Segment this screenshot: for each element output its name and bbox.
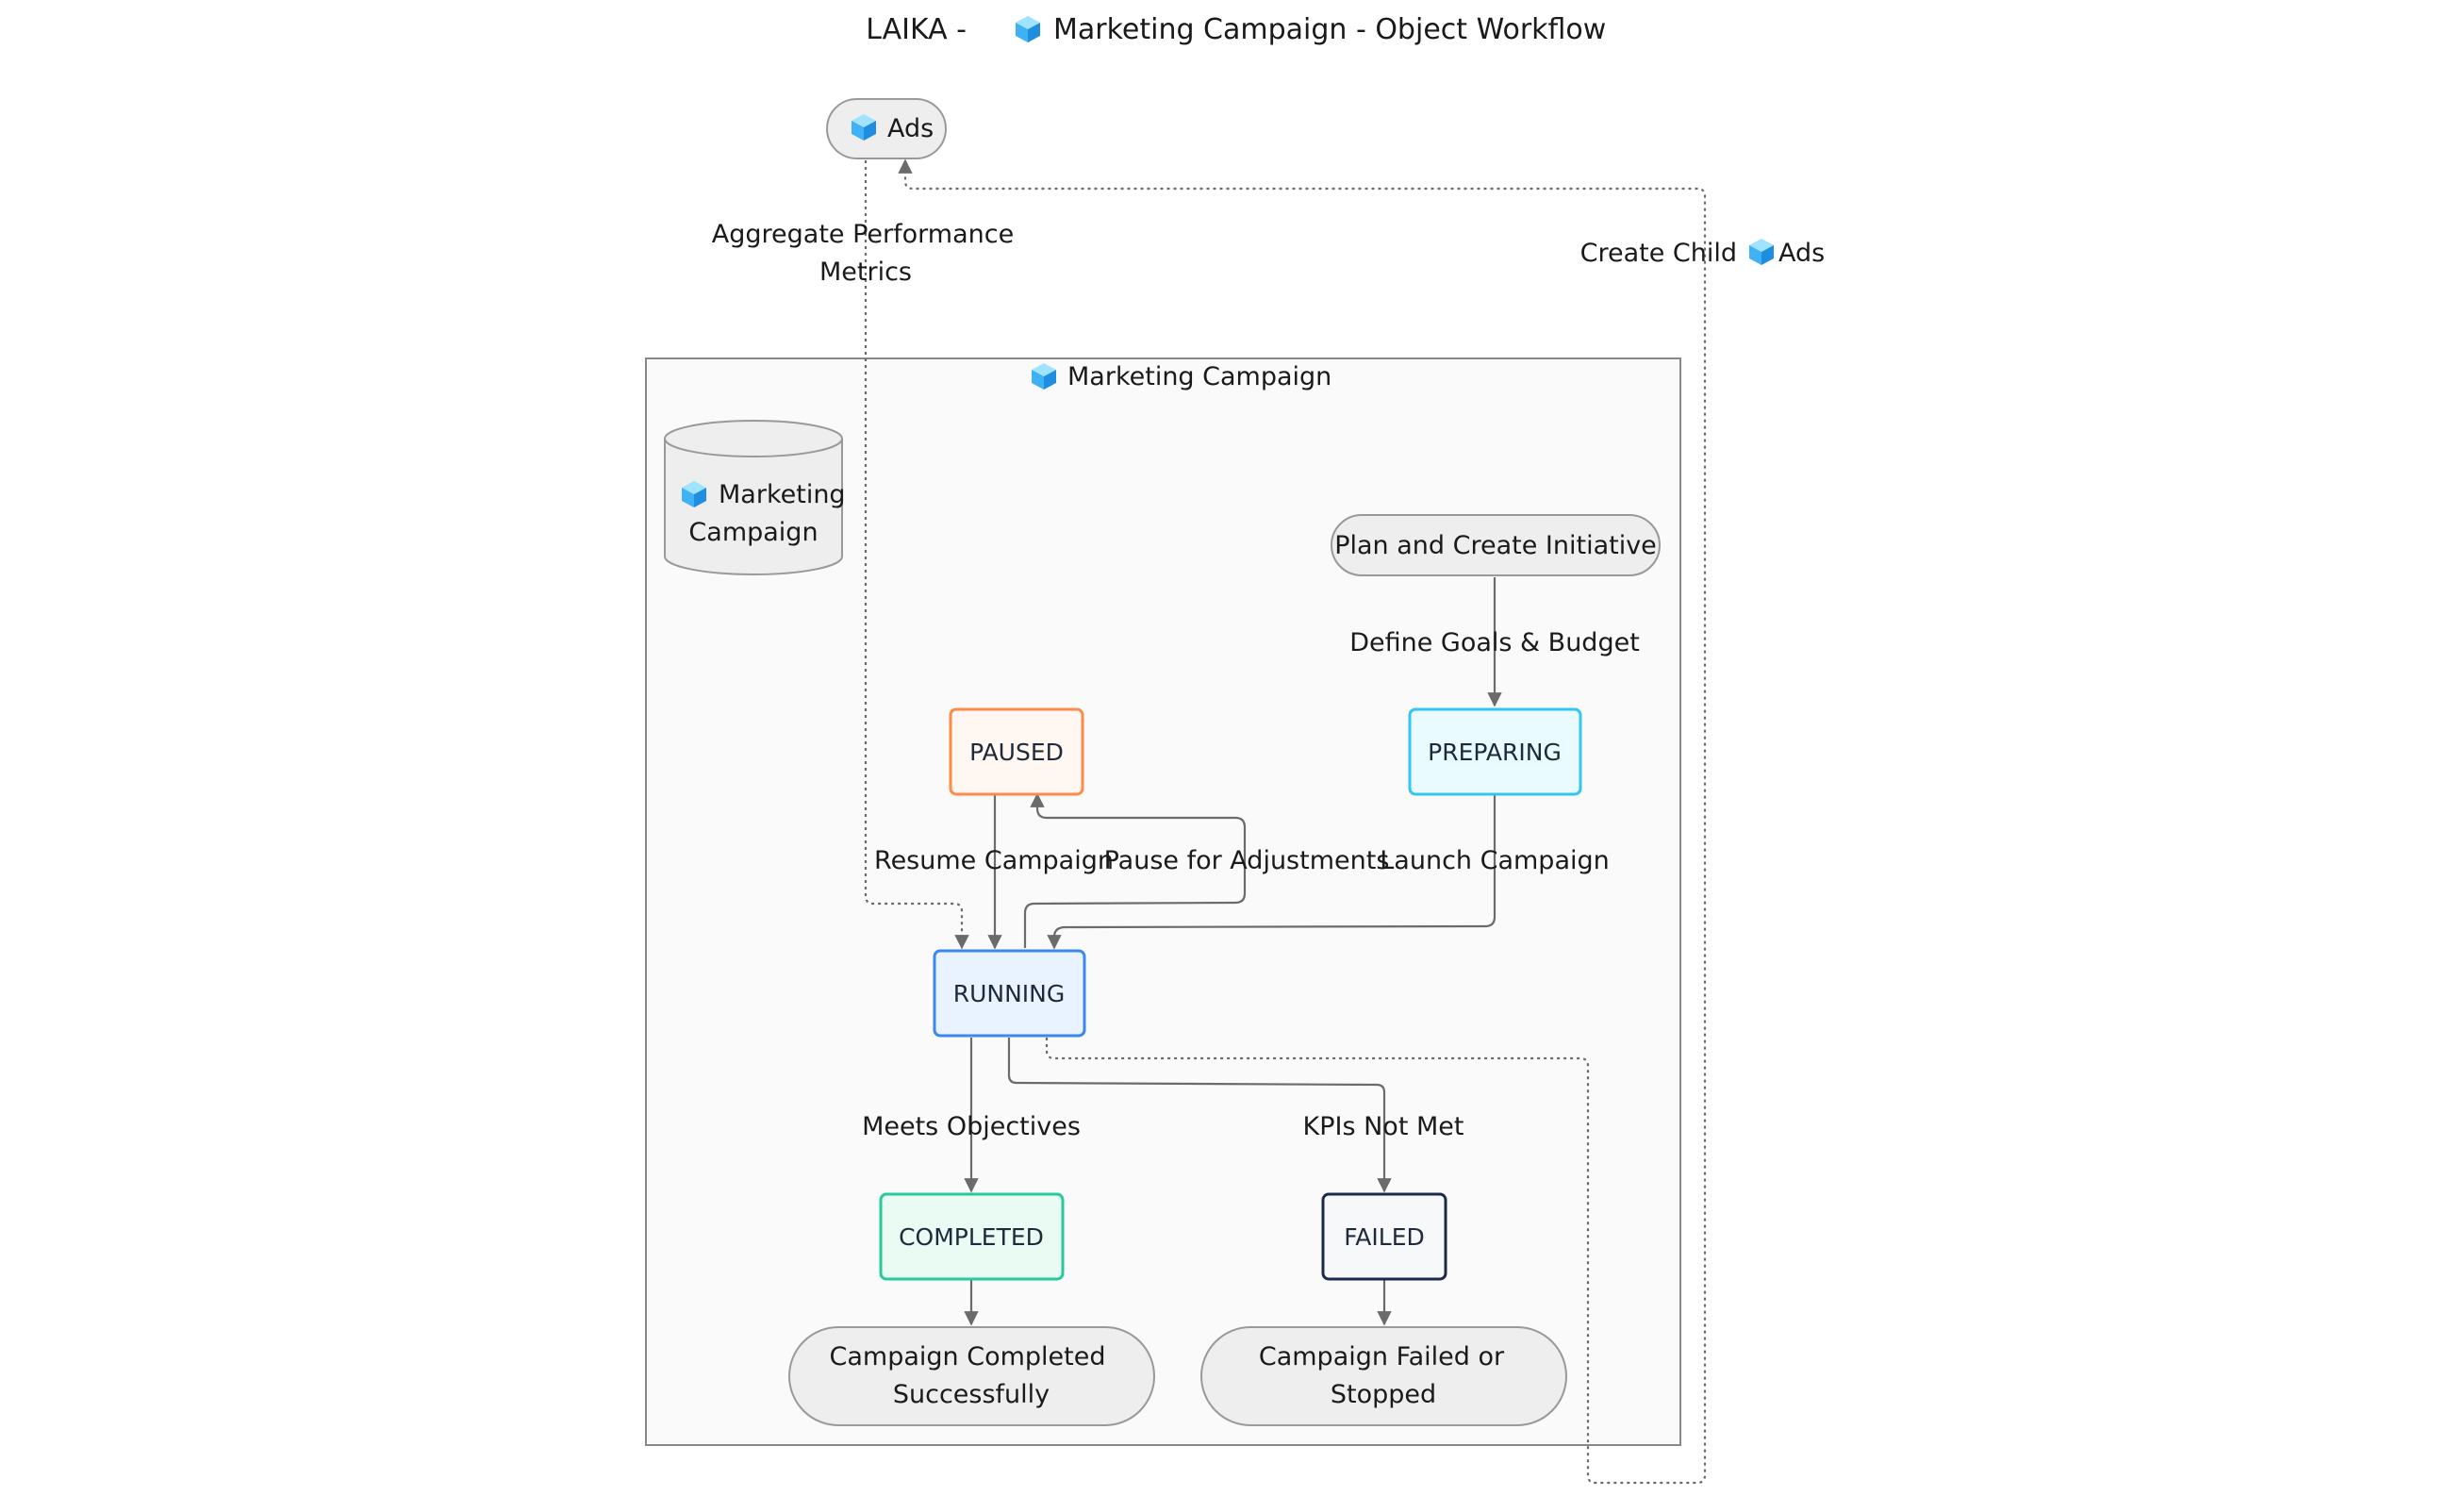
edge-aggregate-metrics bbox=[864, 160, 969, 950]
edge-label-pause: Pause for Adjustments bbox=[1104, 846, 1390, 875]
failed-label: FAILED bbox=[1344, 1223, 1425, 1251]
database-label-line2: Campaign bbox=[688, 518, 818, 547]
preparing-state[interactable]: PREPARING bbox=[1408, 707, 1582, 796]
plan-node[interactable]: Plan and Create Initiative bbox=[1331, 514, 1661, 576]
edge-label-kpis: KPIs Not Met bbox=[1303, 1112, 1464, 1141]
edge-label-define-goals: Define Goals & Budget bbox=[1349, 628, 1640, 657]
database-node[interactable]: Marketing Campaign bbox=[664, 420, 846, 575]
edge-label-create-child: Create Child Ads bbox=[1580, 239, 1825, 268]
cube-icon bbox=[1749, 239, 1774, 265]
edge-pause bbox=[1023, 792, 1247, 948]
title-prefix: LAIKA - bbox=[866, 13, 967, 46]
end-completed-line1: Campaign Completed bbox=[830, 1342, 1106, 1371]
ads-label: Ads bbox=[887, 114, 934, 143]
end-failed-line2: Stopped bbox=[1331, 1380, 1436, 1409]
subgraph-label: Marketing Campaign bbox=[1067, 362, 1331, 391]
end-completed-node[interactable]: Campaign Completed Successfully bbox=[788, 1326, 1155, 1426]
edge-label-aggregate-line2: Metrics bbox=[819, 258, 912, 287]
title-text: Marketing Campaign - Object Workflow bbox=[1053, 13, 1606, 46]
edge-label-meets: Meets Objectives bbox=[862, 1112, 1081, 1141]
end-completed-line2: Successfully bbox=[893, 1380, 1050, 1409]
edge-create-child-ads bbox=[898, 158, 1707, 1485]
ads-node[interactable]: Ads bbox=[826, 98, 947, 159]
edge-label-create-child-text: Create Child bbox=[1580, 239, 1737, 268]
completed-state[interactable]: COMPLETED bbox=[879, 1192, 1065, 1281]
failed-state[interactable]: FAILED bbox=[1321, 1192, 1447, 1281]
running-label: RUNNING bbox=[953, 980, 1066, 1007]
completed-label: COMPLETED bbox=[899, 1223, 1044, 1251]
cube-icon bbox=[1016, 16, 1040, 42]
edge-label-launch: Launch Campaign bbox=[1380, 846, 1610, 875]
edge-label-create-child-suffix: Ads bbox=[1778, 239, 1825, 268]
end-failed-line1: Campaign Failed or bbox=[1259, 1342, 1505, 1371]
edge-label-resume: Resume Campaign bbox=[874, 846, 1114, 875]
edge-kpis-not-met bbox=[1007, 1038, 1392, 1193]
edge-label-aggregate-line1: Aggregate Performance bbox=[712, 220, 1014, 249]
paused-label: PAUSED bbox=[969, 739, 1064, 766]
diagram-title: LAIKA - Marketing Campaign - Object Work… bbox=[866, 13, 1606, 46]
edge-launch bbox=[1047, 794, 1497, 950]
plan-label: Plan and Create Initiative bbox=[1334, 531, 1657, 560]
running-state[interactable]: RUNNING bbox=[933, 949, 1086, 1038]
end-failed-node[interactable]: Campaign Failed or Stopped bbox=[1200, 1326, 1567, 1426]
database-label-line1: Marketing bbox=[719, 480, 846, 509]
preparing-label: PREPARING bbox=[1428, 739, 1562, 766]
paused-state[interactable]: PAUSED bbox=[949, 707, 1084, 796]
